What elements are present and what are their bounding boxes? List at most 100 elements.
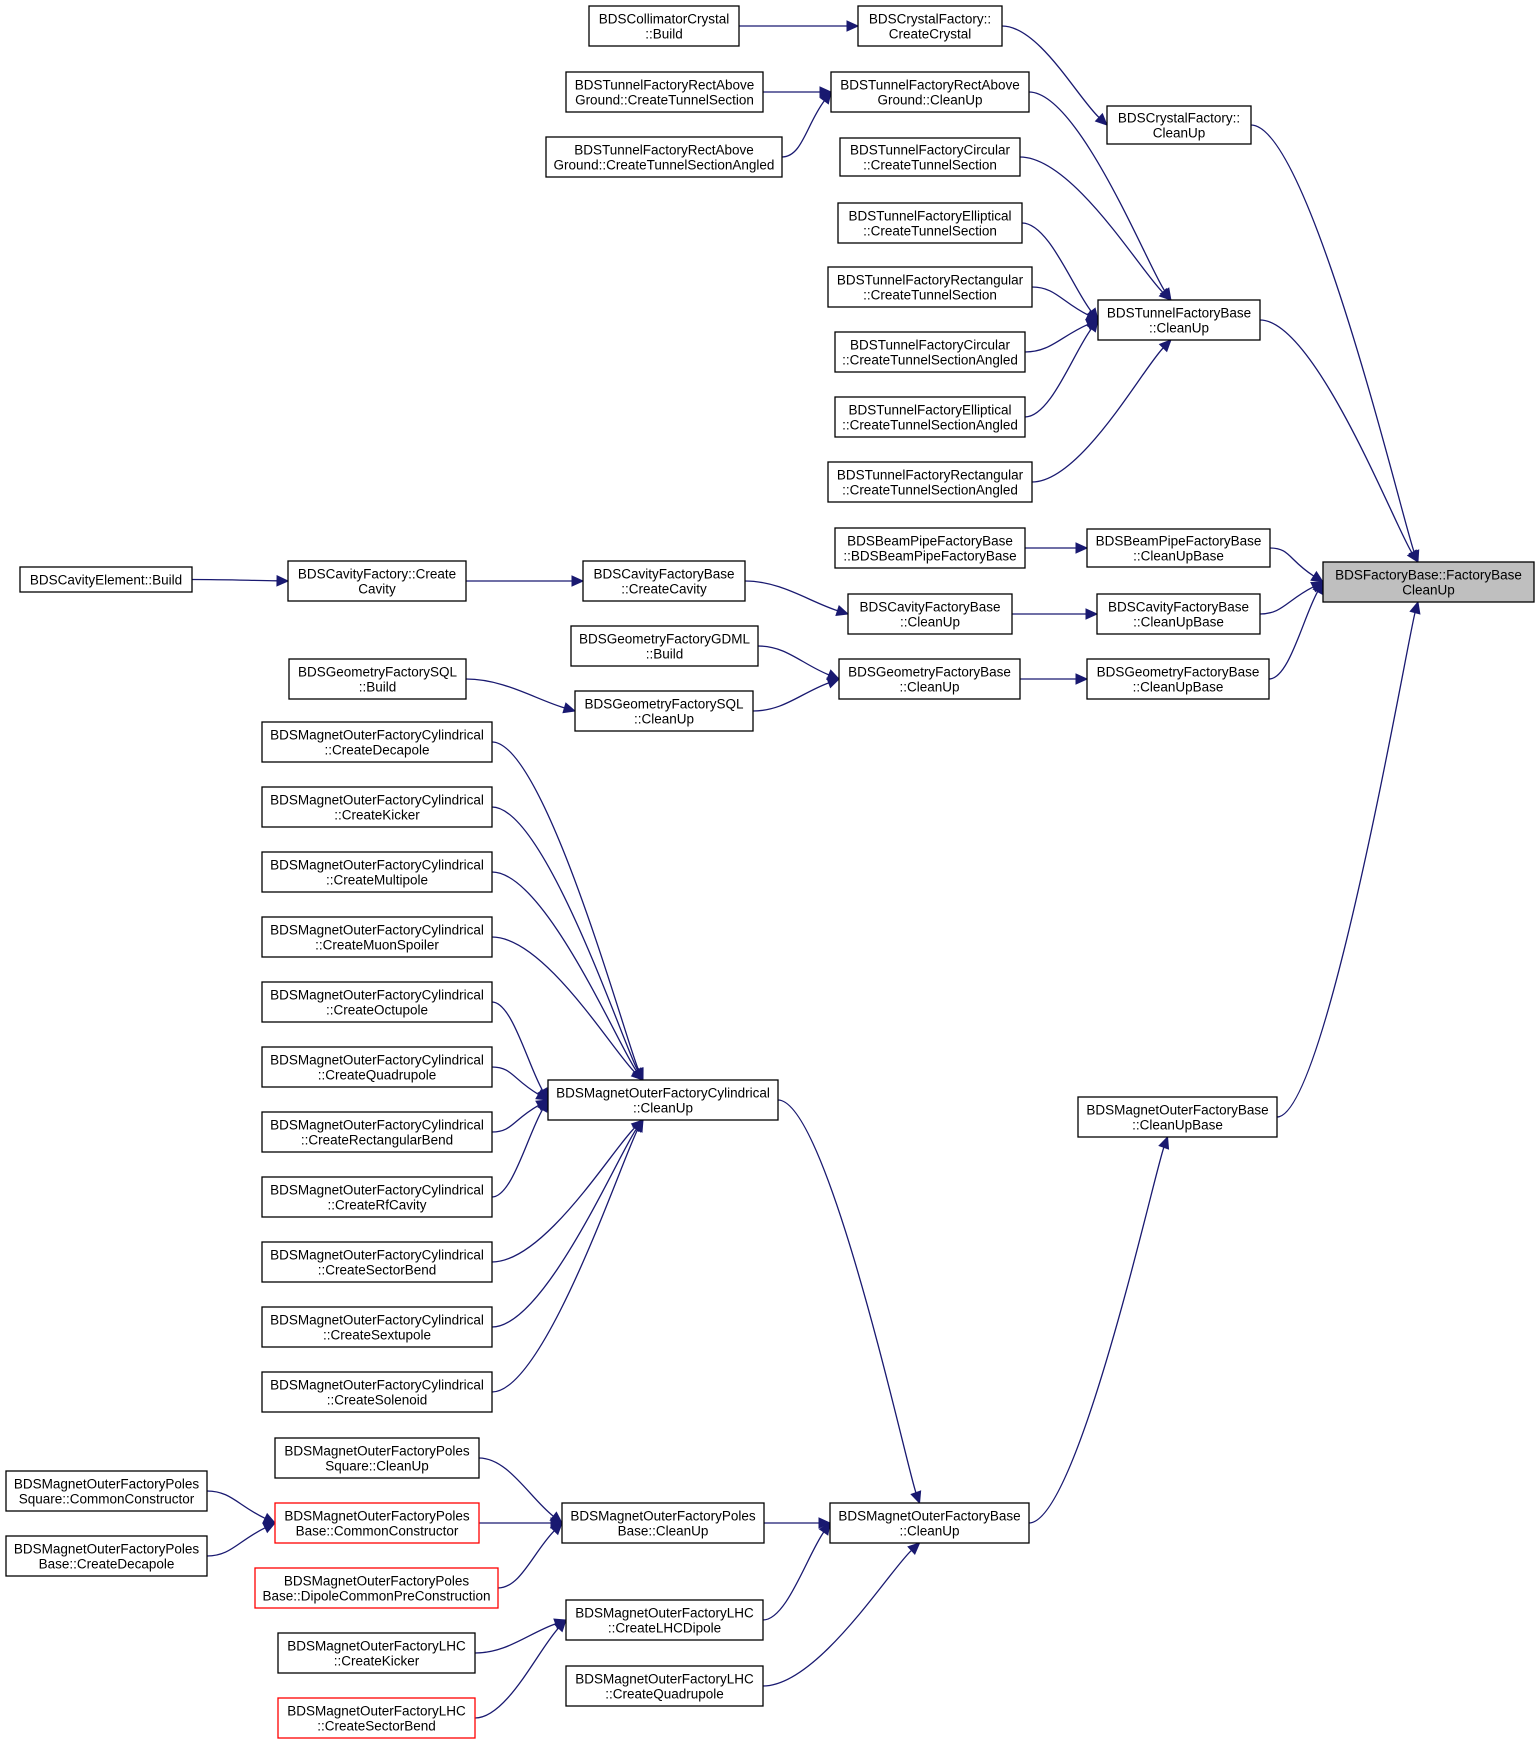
node-poles_commonctor[interactable]: BDSMagnetOuterFactoryPolesBase::CommonCo…: [274, 1502, 480, 1544]
node-box: [857, 5, 1003, 47]
edge-cavityelement_build-to-cavityfactory_create: [191, 578, 278, 582]
node-label-line: ::CreateCavity: [621, 582, 707, 597]
node-rect_ctsa[interactable]: BDSTunnelFactoryRectangular::CreateTunne…: [827, 461, 1033, 503]
arrowhead-collimator_build-to-crystal_create: [846, 20, 860, 32]
arrowhead-cavityelement_build-to-cavityfactory_create: [276, 575, 290, 587]
arrowhead-ell_ctsa-to-tunnelbase_cleanup: [1086, 319, 1099, 333]
node-box: [1322, 561, 1535, 603]
node-box: [277, 1697, 476, 1739]
node-box: [274, 1502, 480, 1544]
node-label-line: BDSTunnelFactoryRectAbove: [574, 143, 754, 158]
edge-cyl_kicker-to-cyl_cleanup: [491, 806, 639, 1071]
node-rectabove_cts[interactable]: BDSTunnelFactoryRectAboveGround::CreateT…: [565, 71, 764, 113]
node-box: [261, 1306, 493, 1348]
node-gdml_build[interactable]: BDSGeometryFactoryGDML::Build: [570, 625, 759, 667]
node-cyl_octupole[interactable]: BDSMagnetOuterFactoryCylindrical::Create…: [261, 981, 493, 1023]
node-cyl_sextupole[interactable]: BDSMagnetOuterFactoryCylindrical::Create…: [261, 1306, 493, 1348]
node-label-line: BDSCavityFactoryBase: [859, 600, 1000, 615]
node-cavity_cleanup[interactable]: BDSCavityFactoryBase::CleanUp: [847, 593, 1013, 635]
node-rectabove_ctsa[interactable]: BDSTunnelFactoryRectAboveGround::CreateT…: [545, 136, 783, 178]
arrowhead-lhc_quadrupole-to-mof_cleanup: [907, 1542, 921, 1556]
node-cyl_quadrupole[interactable]: BDSMagnetOuterFactoryCylindrical::Create…: [261, 1046, 493, 1088]
node-circ_cts[interactable]: BDSTunnelFactoryCircular::CreateTunnelSe…: [839, 137, 1021, 177]
arrowhead-crystal_create-to-crystal_cleanup: [1094, 112, 1108, 126]
node-poles_dipolepre[interactable]: BDSMagnetOuterFactoryPolesBase::DipoleCo…: [254, 1567, 499, 1609]
node-label-line: BDSCrystalFactory::: [1118, 111, 1240, 126]
arrowhead-cyl_quadrupole-to-cyl_cleanup: [535, 1089, 550, 1101]
node-sql_build[interactable]: BDSGeometryFactorySQL::Build: [288, 658, 467, 700]
edge-poles_decapole-to-poles_commonctor: [206, 1527, 266, 1557]
node-ell_ctsa[interactable]: BDSTunnelFactoryElliptical::CreateTunnel…: [834, 396, 1026, 438]
node-label-line: BDSTunnelFactoryRectAbove: [840, 78, 1020, 93]
edge-mof_cleanup-to-mof_cleanupbase: [1028, 1147, 1165, 1524]
node-polessq_cleanup[interactable]: BDSMagnetOuterFactoryPolesSquare::CleanU…: [274, 1437, 480, 1479]
node-rect_cts[interactable]: BDSTunnelFactoryRectangular::CreateTunne…: [827, 266, 1033, 308]
node-geom_cleanupbase[interactable]: BDSGeometryFactoryBase::CleanUpBase: [1086, 658, 1270, 700]
node-collimator_build[interactable]: BDSCollimatorCrystal::Build: [588, 5, 740, 47]
node-polessq_commonctor[interactable]: BDSMagnetOuterFactoryPolesSquare::Common…: [5, 1470, 208, 1512]
node-label-line: BDSCavityElement::Build: [30, 573, 182, 588]
node-label-line: BDSCavityFactory::Create: [298, 567, 456, 582]
node-box: [588, 5, 740, 47]
node-sql_cleanup[interactable]: BDSGeometryFactorySQL::CleanUp: [574, 690, 754, 732]
node-label-line: ::CleanUpBase: [1133, 680, 1224, 695]
arrowhead-cyl_muonspoiler-to-cyl_cleanup: [630, 1067, 644, 1081]
node-label-line: ::CreateOctupole: [326, 1003, 428, 1018]
node-cyl_cleanup[interactable]: BDSMagnetOuterFactoryCylindrical::CleanU…: [547, 1079, 779, 1121]
node-cavity_cleanupbase[interactable]: BDSCavityFactoryBase::CleanUpBase: [1096, 593, 1261, 635]
node-mof_cleanup[interactable]: BDSMagnetOuterFactoryBase::CleanUp: [829, 1502, 1030, 1544]
edge-poles_dipolepre-to-poles_cleanup: [497, 1530, 555, 1589]
node-cavitybase_create[interactable]: BDSCavityFactoryBase::CreateCavity: [582, 560, 746, 602]
node-cavityfactory_create[interactable]: BDSCavityFactory::CreateCavity: [287, 560, 467, 602]
node-box: [1097, 299, 1261, 341]
node-cyl_decapole[interactable]: BDSMagnetOuterFactoryCylindrical::Create…: [261, 721, 493, 763]
node-box: [574, 690, 754, 732]
node-cyl_kicker[interactable]: BDSMagnetOuterFactoryCylindrical::Create…: [261, 786, 493, 828]
node-beampipe_ctor[interactable]: BDSBeamPipeFactoryBase::BDSBeamPipeFacto…: [834, 527, 1026, 569]
node-beampipe_cleanupbase[interactable]: BDSBeamPipeFactoryBase::CleanUpBase: [1086, 528, 1271, 568]
node-lhc_sectorbend[interactable]: BDSMagnetOuterFactoryLHC::CreateSectorBe…: [277, 1697, 476, 1739]
node-label-line: BDSGeometryFactoryBase: [848, 665, 1011, 680]
node-label-line: Ground::CleanUp: [877, 93, 982, 108]
node-box: [261, 851, 493, 893]
node-cyl_solenoid[interactable]: BDSMagnetOuterFactoryCylindrical::Create…: [261, 1371, 493, 1413]
node-crystal_create[interactable]: BDSCrystalFactory::CreateCrystal: [857, 5, 1003, 47]
node-cyl_sectorbend[interactable]: BDSMagnetOuterFactoryCylindrical::Create…: [261, 1241, 493, 1283]
node-box: [834, 331, 1026, 373]
arrowhead-circ_cts-to-tunnelbase_cleanup: [1158, 287, 1172, 301]
node-label-line: Cavity: [358, 582, 396, 597]
node-circ_ctsa[interactable]: BDSTunnelFactoryCircular::CreateTunnelSe…: [834, 331, 1026, 373]
node-ell_cts[interactable]: BDSTunnelFactoryElliptical::CreateTunnel…: [837, 202, 1023, 244]
node-cyl_rectbend[interactable]: BDSMagnetOuterFactoryCylindrical::Create…: [261, 1111, 493, 1153]
edge-cyl_solenoid-to-cyl_cleanup: [491, 1129, 639, 1393]
node-mof_cleanupbase[interactable]: BDSMagnetOuterFactoryBase::CleanUpBase: [1077, 1096, 1278, 1138]
node-label-line: CleanUp: [1153, 126, 1206, 141]
node-label-line: BDSFactoryBase::FactoryBase: [1335, 568, 1522, 583]
node-poles_decapole[interactable]: BDSMagnetOuterFactoryPolesBase::CreateDe…: [5, 1535, 208, 1577]
arrowhead-poles_decapole-to-poles_commonctor: [262, 1522, 277, 1534]
node-crystal_cleanup[interactable]: BDSCrystalFactory::CleanUp: [1106, 105, 1252, 145]
node-label-line: ::CleanUp: [634, 712, 694, 727]
node-label-line: BDSBeamPipeFactoryBase: [1096, 534, 1262, 549]
node-box: [1077, 1096, 1278, 1138]
edge-cyl_sextupole-to-cyl_cleanup: [491, 1128, 638, 1328]
arrowhead-geom_cleanup-to-geom_cleanupbase: [1075, 673, 1089, 685]
node-label-line: ::Build: [645, 27, 683, 42]
node-cyl_multipole[interactable]: BDSMagnetOuterFactoryCylindrical::Create…: [261, 851, 493, 893]
node-label-line: ::CreateMultipole: [326, 873, 428, 888]
node-cyl_rfcavity[interactable]: BDSMagnetOuterFactoryCylindrical::Create…: [261, 1176, 493, 1218]
arrowhead-cavitybase_create-to-cavity_cleanup: [835, 604, 850, 616]
node-tunnelbase_cleanup[interactable]: BDSTunnelFactoryBase::CleanUp: [1097, 299, 1261, 341]
node-lhc_quadrupole[interactable]: BDSMagnetOuterFactoryLHC::CreateQuadrupo…: [565, 1665, 764, 1707]
node-geom_cleanup[interactable]: BDSGeometryFactoryBase::CleanUp: [838, 658, 1021, 700]
node-lhc_kicker[interactable]: BDSMagnetOuterFactoryLHC::CreateKicker: [277, 1632, 476, 1674]
node-cavityelement_build[interactable]: BDSCavityElement::Build: [19, 566, 193, 593]
node-label-line: Ground::CreateTunnelSection: [575, 93, 754, 108]
node-box: [834, 527, 1026, 569]
arrowhead-sql_build-to-sql_cleanup: [562, 702, 577, 714]
node-lhc_dipole[interactable]: BDSMagnetOuterFactoryLHC::CreateLHCDipol…: [565, 1599, 764, 1641]
node-cyl_muonspoiler[interactable]: BDSMagnetOuterFactoryCylindrical::Create…: [261, 916, 493, 958]
